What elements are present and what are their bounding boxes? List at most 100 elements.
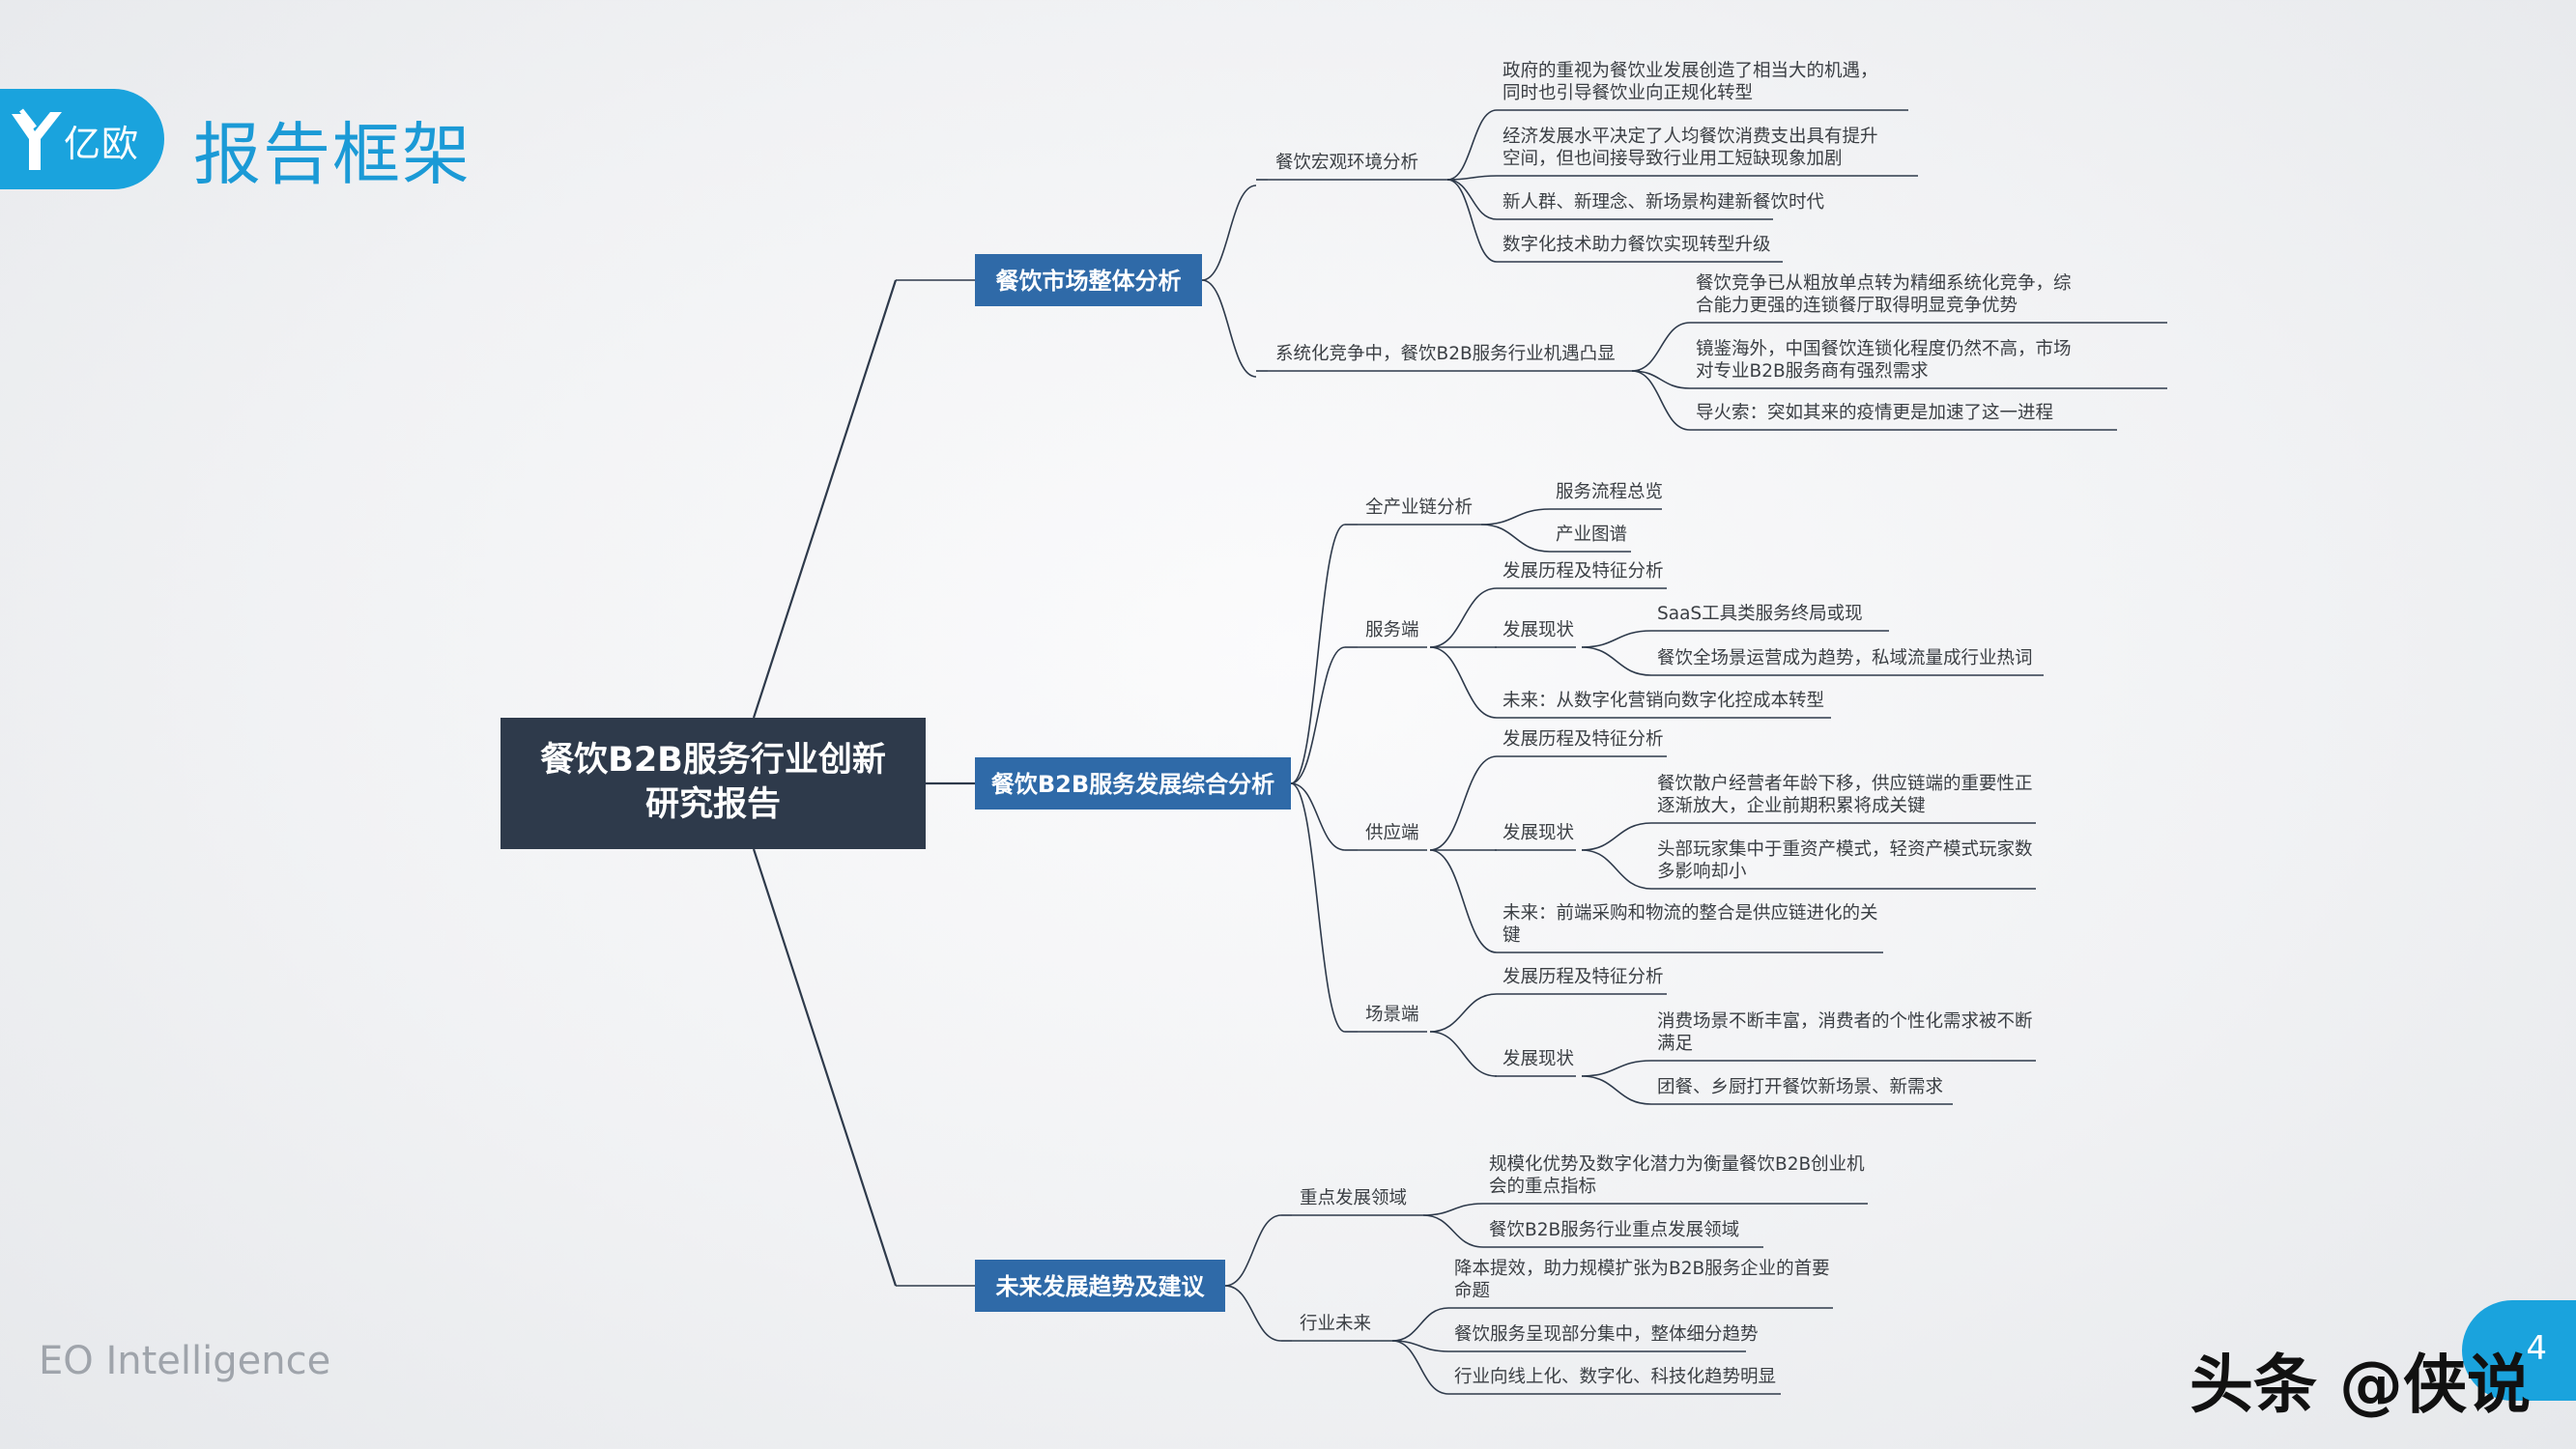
leaf-label-line: 空间，但也间接导致行业用工短缺现象加剧	[1503, 149, 1843, 169]
leaf-label: 发展历程及特征分析	[1503, 729, 1664, 750]
connector-line	[1446, 179, 1498, 263]
leaf-label-line: 数字化技术助力餐饮实现转型升级	[1503, 235, 1771, 255]
branch-node-box	[975, 757, 1291, 810]
leaf-label-line: 餐饮B2B服务行业重点发展领域	[1489, 1220, 1739, 1240]
leaf-label: 政府的重视为餐饮业发展创造了相当大的机遇，同时也引导餐饮业向正规化转型	[1503, 61, 1878, 103]
leaf-label: 餐饮竞争已从粗放单点转为精细系统化竞争，综合能力更强的连锁餐厅取得明显竞争优势	[1696, 273, 2072, 316]
sub-branch-label-line: 发展现状	[1503, 1049, 1574, 1069]
connector-line	[1446, 109, 1498, 181]
leaf-label-line: 命题	[1454, 1281, 1490, 1301]
branch-node-text: 未来发展趋势及建议	[996, 1273, 1206, 1300]
leaf-label: 导火索：突如其来的疫情更是加速了这一进程	[1696, 403, 2053, 423]
leaf-label-line: 消费场景不断丰富，消费者的个性化需求被不断	[1657, 1011, 2033, 1032]
root-node-text-line: 研究报告	[645, 785, 781, 824]
sub-branch-label-line: 发展现状	[1503, 823, 1574, 843]
branch-connector	[1290, 646, 1346, 784]
leaf-label-line: 服务流程总览	[1556, 482, 1663, 502]
sub-branch-label: 餐饮宏观环境分析	[1275, 153, 1418, 173]
watermark: 头条 @侠说	[2190, 1348, 2531, 1422]
leaf-label-line: 未来：前端采购和物流的整合是供应链进化的关	[1503, 903, 1878, 923]
leaf-label-line: 餐饮竞争已从粗放单点转为精细系统化竞争，综	[1696, 273, 2072, 294]
leaf-label-line: 政府的重视为餐饮业发展创造了相当大的机遇，	[1503, 61, 1878, 81]
connector-line	[1480, 524, 1551, 553]
root-node-box	[501, 718, 926, 849]
leaf-label-line: 发展历程及特征分析	[1503, 561, 1664, 582]
leaf-label: 餐饮服务呈现部分集中，整体细分趋势	[1454, 1324, 1759, 1345]
leaf-label: 头部玩家集中于重资产模式，轻资产模式玩家数多影响却小	[1657, 839, 2033, 882]
leaf-label-line: 多影响却小	[1657, 862, 1747, 882]
page-number-badge: 4	[2462, 1300, 2576, 1401]
connector-line	[1422, 1203, 1484, 1216]
leaf-label: 餐饮全场景运营成为趋势，私域流量成行业热词	[1657, 648, 2033, 668]
page-title: 报告框架	[193, 115, 472, 194]
leaf-label: 产业图谱	[1556, 525, 1627, 545]
leaf-label: SaaS工具类服务终局或现	[1657, 604, 1863, 624]
leaf-label-line: 新人群、新理念、新场景构建新餐饮时代	[1503, 191, 1825, 213]
connector-line	[1631, 322, 1691, 372]
connector-line	[1391, 1307, 1449, 1342]
connector-line	[1581, 1060, 1652, 1077]
leaf-label: 团餐、乡厨打开餐饮新场景、新需求	[1657, 1077, 1943, 1097]
leaf-label: 行业向线上化、数字化、科技化趋势明显	[1454, 1367, 1776, 1387]
connector-line	[1581, 849, 1652, 890]
connector-line	[1581, 630, 1652, 648]
leaf-label-line: 同时也引导餐饮业向正规化转型	[1503, 83, 1753, 103]
sub-branch-label-line: 重点发展领域	[1300, 1188, 1407, 1208]
connector-line	[1446, 179, 1498, 220]
leaf-label: 规模化优势及数字化潜力为衡量餐饮B2B创业机会的重点指标	[1489, 1154, 1865, 1197]
connector-line	[1480, 508, 1551, 526]
leaf-label: 未来：从数字化营销向数字化控成本转型	[1503, 691, 1824, 711]
sub-branch-label: 发展现状	[1503, 823, 1574, 843]
sub-branch-label-line: 场景端	[1365, 1005, 1419, 1025]
leaf-label: 餐饮B2B服务行业重点发展领域	[1489, 1220, 1739, 1240]
leaf-label-line: 合能力更强的连锁餐厅取得明显竞争优势	[1696, 296, 2018, 316]
connector-line	[1422, 1214, 1484, 1248]
connector-line	[1446, 175, 1498, 181]
connector-lines	[752, 109, 2167, 1395]
branch-connector	[1201, 279, 1257, 378]
leaf-label-line: 规模化优势及数字化潜力为衡量餐饮B2B创业机	[1489, 1154, 1865, 1175]
leaf-label: 服务流程总览	[1556, 482, 1663, 502]
root-node-text: 餐饮B2B服务行业创新研究报告	[540, 741, 886, 824]
sub-branch-label: 系统化竞争中，餐饮B2B服务行业机遇凸显	[1275, 344, 1616, 364]
sub-branch-label: 发展现状	[1503, 620, 1574, 640]
branch-connector	[1290, 782, 1346, 851]
leaf-label: 数字化技术助力餐饮实现转型升级	[1503, 235, 1771, 255]
sub-branch-label-line: 系统化竞争中，餐饮B2B服务行业机遇凸显	[1275, 344, 1616, 364]
sub-branch-label: 全产业链分析	[1365, 497, 1473, 518]
leaf-label-line: 餐饮全场景运营成为趋势，私域流量成行业热词	[1657, 648, 2033, 668]
brand-footer: EO Intelligence	[39, 1339, 331, 1383]
branch-connector	[1224, 1285, 1282, 1342]
sub-branch-label: 重点发展领域	[1300, 1188, 1407, 1208]
sub-branch-label-line: 餐饮宏观环境分析	[1275, 153, 1418, 173]
leaf-label-line: 餐饮服务呈现部分集中，整体细分趋势	[1454, 1324, 1759, 1345]
connector-line	[1429, 755, 1498, 851]
sub-branch-label: 行业未来	[1300, 1314, 1371, 1334]
leaf-label: 未来：前端采购和物流的整合是供应链进化的关键	[1503, 903, 1878, 946]
leaf-label: 发展历程及特征分析	[1503, 561, 1664, 582]
leaf-label: 餐饮散户经营者年龄下移，供应链端的重要性正逐渐放大，企业前期积累将成关键	[1657, 774, 2033, 816]
page-number: 4	[2526, 1329, 2547, 1368]
branch-connector	[1290, 782, 1346, 1033]
leaf-label-line: 发展历程及特征分析	[1503, 729, 1664, 750]
mindmap-nodes: 餐饮B2B服务行业创新研究报告 餐饮市场整体分析餐饮B2B服务发展综合分析未来发展…	[501, 61, 2072, 1387]
branch-node-text: 餐饮市场整体分析	[996, 268, 1182, 295]
leaf-label-line: 未来：从数字化营销向数字化控成本转型	[1503, 691, 1824, 711]
leaf-label: 降本提效，助力规模扩张为B2B服务企业的首要命题	[1454, 1259, 1830, 1301]
branch-node-text-line: 餐饮B2B服务发展综合分析	[991, 771, 1274, 798]
trunk-line-top	[752, 279, 898, 719]
leaf-label-line: 产业图谱	[1556, 525, 1627, 545]
sub-branch-label-line: 行业未来	[1300, 1314, 1371, 1334]
connector-line	[1391, 1340, 1449, 1352]
leaf-label: 镜鉴海外，中国餐饮连锁化程度仍然不高，市场对专业B2B服务商有强烈需求	[1696, 339, 2072, 382]
connector-line	[1429, 993, 1498, 1033]
connector-line	[1429, 849, 1498, 953]
connector-line	[1631, 370, 1691, 431]
connector-line	[1429, 646, 1498, 719]
leaf-label-line: 满足	[1657, 1034, 1693, 1054]
branch-node-text-line: 未来发展趋势及建议	[996, 1273, 1206, 1300]
connector-line	[1631, 370, 1691, 389]
sub-branch-label: 场景端	[1365, 1005, 1419, 1025]
sub-branch-label: 供应端	[1365, 823, 1419, 843]
